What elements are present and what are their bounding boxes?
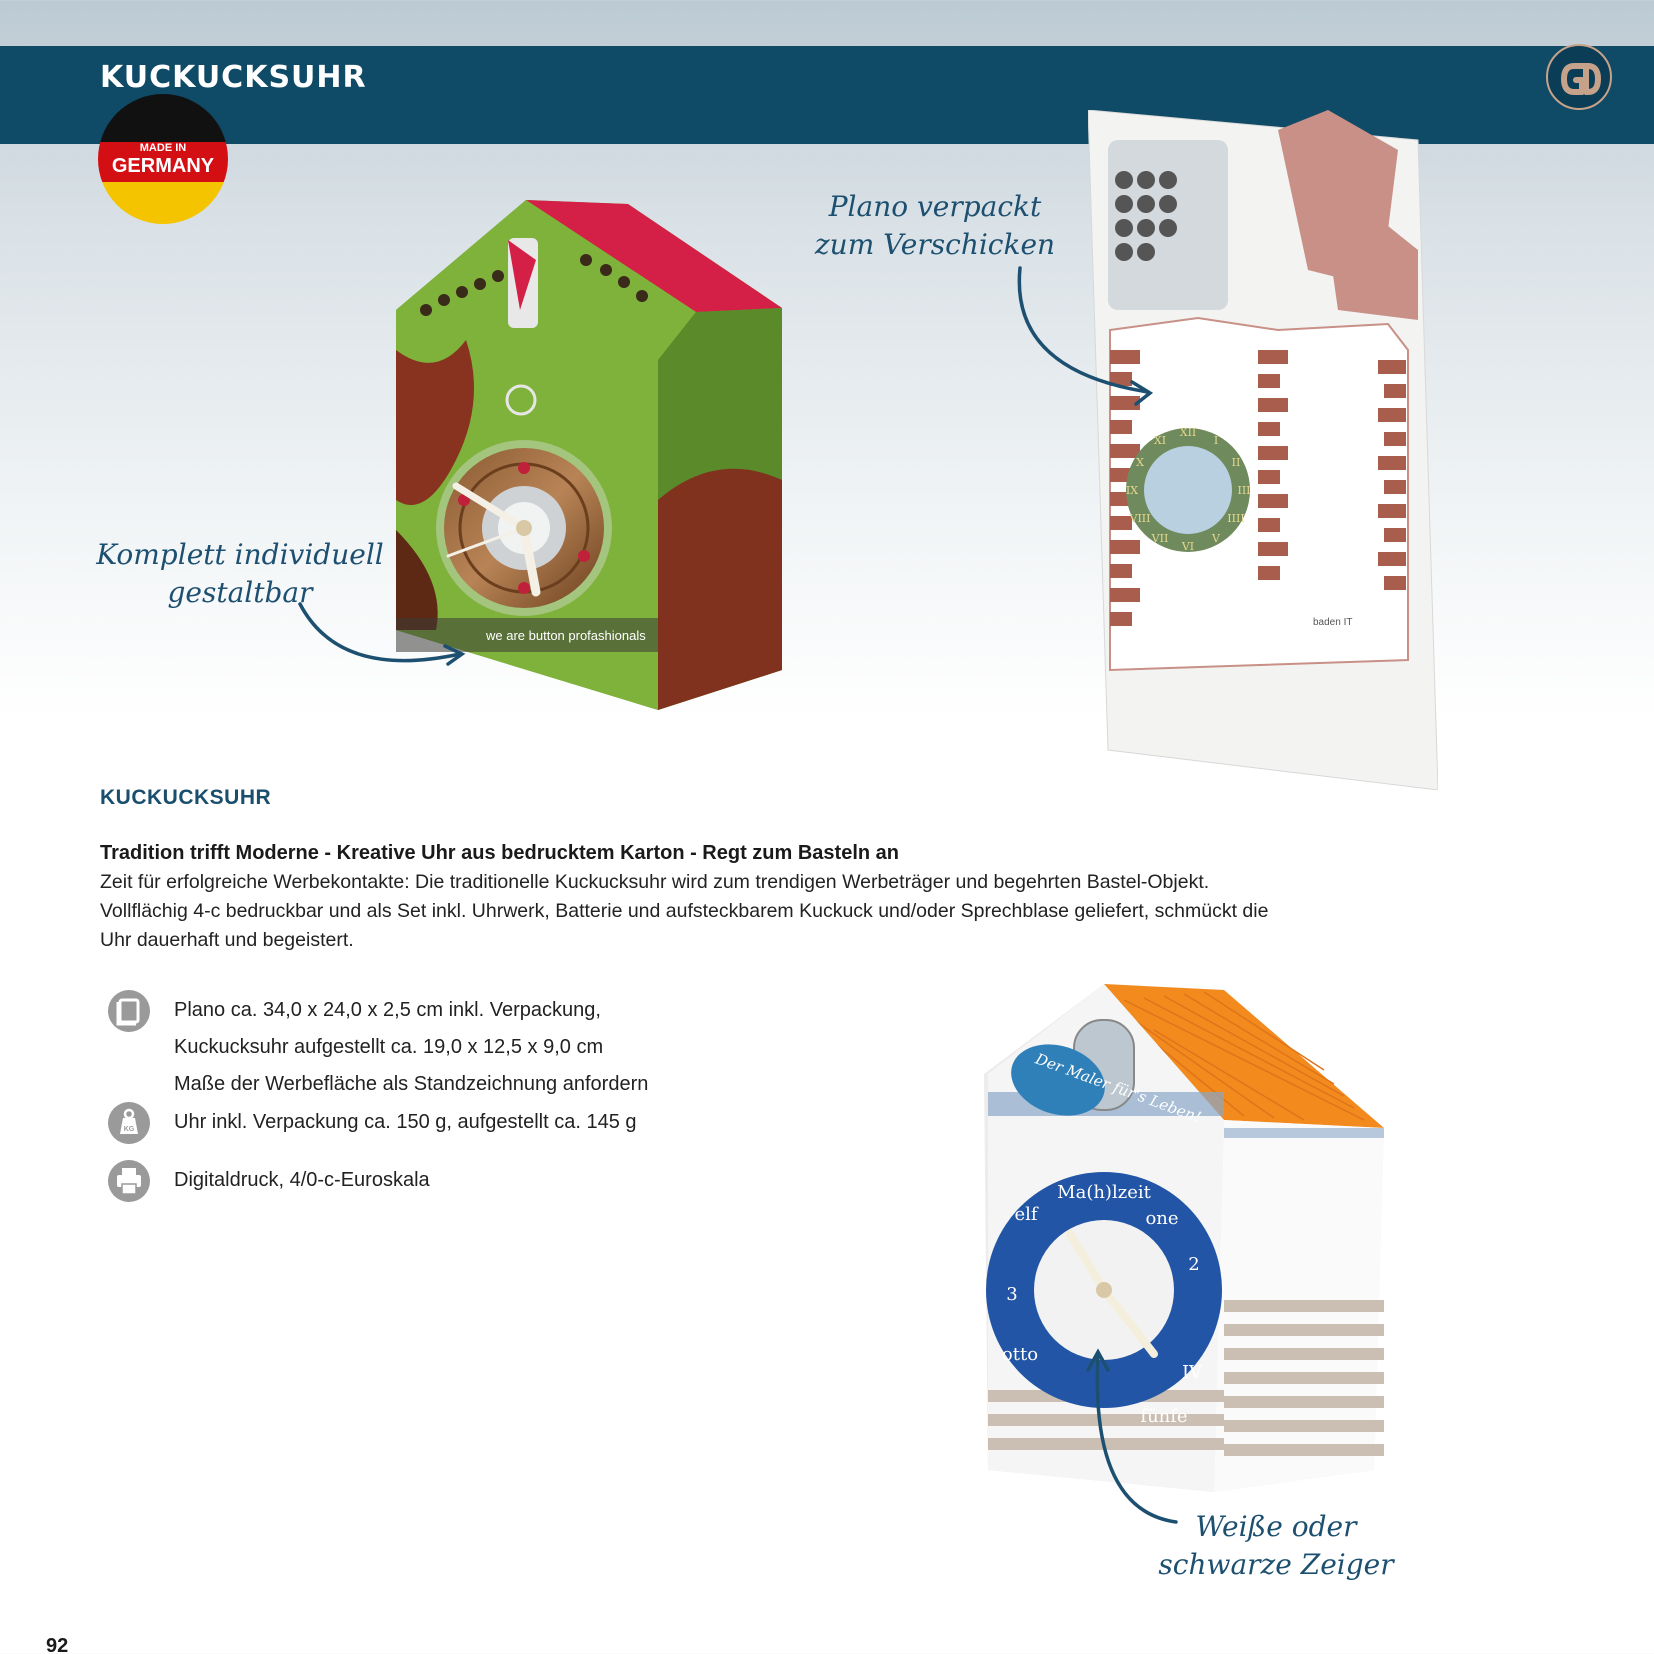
spec-text-dimensions: Plano ca. 34,0 x 24,0 x 2,5 cm inkl. Ver… bbox=[174, 999, 649, 1095]
cuckoo-clock-photo-painter: Der Maler für's Leben! Ma(h)lzeit one 2 … bbox=[984, 970, 1384, 1520]
callout-individuell: Komplett individuell gestaltbar bbox=[96, 538, 384, 609]
svg-text:XII: XII bbox=[1180, 426, 1197, 439]
header-bar bbox=[0, 46, 1654, 144]
dial-label-eight: otto bbox=[1002, 1344, 1038, 1365]
clock2-brand: baden IT bbox=[1313, 617, 1352, 628]
dial-label-three: 3 bbox=[1006, 1284, 1017, 1305]
product-subheading: Tradition trifft Moderne - Kreative Uhr … bbox=[100, 842, 900, 864]
badge-small-text: MADE IN bbox=[139, 142, 187, 154]
spec-text-print: Digitaldruck, 4/0-c-Euroskala bbox=[174, 1169, 430, 1191]
svg-text:VII: VII bbox=[1151, 532, 1169, 545]
clock1-slogan: we are button profashionals bbox=[485, 628, 646, 643]
dimensions-icon bbox=[108, 990, 150, 1032]
badge-big-text: GERMANY bbox=[111, 155, 215, 177]
svg-text:IX: IX bbox=[1126, 484, 1138, 497]
dial-label-top: Ma(h)lzeit bbox=[1057, 1182, 1151, 1203]
callout-plano: Plano verpackt zum Verschicken bbox=[814, 190, 1056, 261]
dial-label-two: 2 bbox=[1188, 1254, 1199, 1275]
svg-text:V: V bbox=[1211, 532, 1221, 545]
svg-text:IIII: IIII bbox=[1227, 512, 1244, 525]
product-description: Zeit für erfolgreiche Werbekontakte: Die… bbox=[100, 871, 1269, 951]
cuckoo-clock-photo-deer: we are button profashionals bbox=[396, 200, 782, 710]
svg-text:II: II bbox=[1232, 456, 1241, 469]
dial-label-five: fünfe bbox=[1140, 1406, 1187, 1427]
svg-text:III: III bbox=[1237, 484, 1250, 497]
svg-text:VIII: VIII bbox=[1129, 512, 1151, 525]
page-title: KUCKUCKSUHR bbox=[100, 60, 367, 95]
dial-label-eleven: elf bbox=[1014, 1204, 1038, 1225]
gd-brand-logo-icon bbox=[1546, 44, 1612, 110]
printer-icon bbox=[108, 1160, 150, 1202]
dial-label-four: IV bbox=[1182, 1362, 1203, 1383]
svg-text:X: X bbox=[1136, 456, 1144, 469]
dial-label-one: one bbox=[1145, 1208, 1178, 1229]
svg-text:VI: VI bbox=[1181, 540, 1194, 553]
section-heading: KUCKUCKSUHR bbox=[100, 786, 272, 809]
callout-zeiger: Weiße oder schwarze Zeiger bbox=[1158, 1510, 1394, 1581]
spec-text-weight: Uhr inkl. Verpackung ca. 150 g, aufgeste… bbox=[174, 1111, 637, 1133]
svg-text:XI: XI bbox=[1154, 434, 1166, 447]
made-in-germany-badge: MADE IN GERMANY bbox=[98, 94, 228, 224]
weight-icon: KG bbox=[108, 1102, 150, 1144]
svg-text:KG: KG bbox=[124, 1126, 135, 1133]
svg-text:I: I bbox=[1214, 434, 1218, 447]
page-number: 92 bbox=[46, 1635, 69, 1654]
